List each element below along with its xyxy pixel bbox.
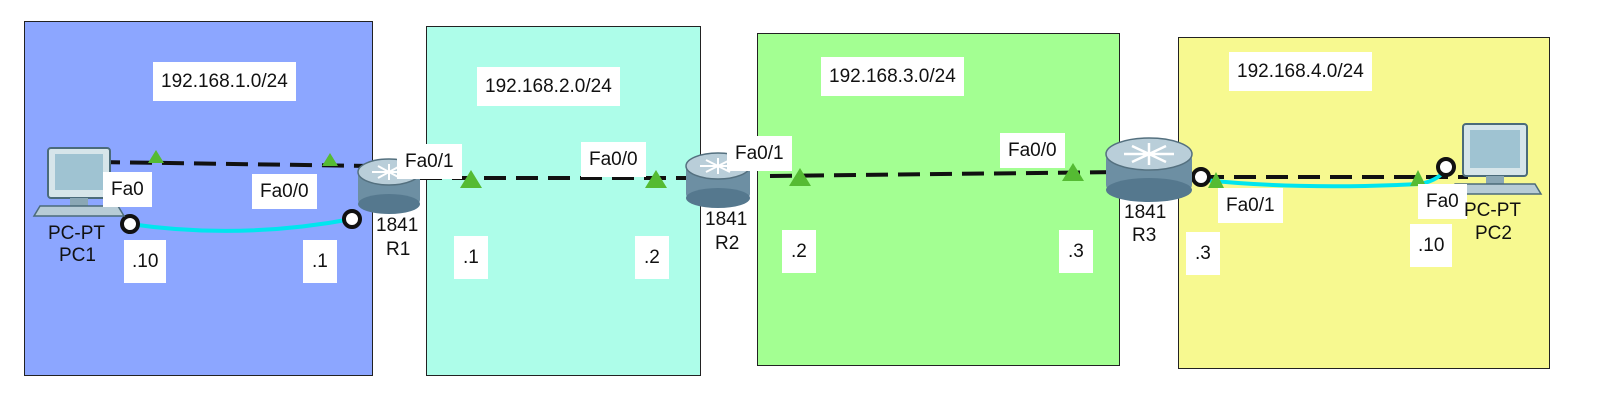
port-up-indicator [1208,172,1224,188]
port-connector [342,209,362,229]
interface-pc1-fa0: Fa0 [103,172,152,207]
interface-r1-fa00: Fa0/0 [252,174,317,209]
network-label-1: 192.168.1.0/24 [153,62,296,101]
interface-r2-fa00: Fa0/0 [581,142,646,177]
port-connector [120,214,140,234]
port-up-indicator [148,150,164,163]
r3-name-label: R3 [1132,225,1157,246]
network-label-4: 192.168.4.0/24 [1229,52,1372,91]
pc2-name-label: PC2 [1475,223,1512,244]
r2-name-label: R2 [715,233,740,254]
pc1-name-label: PC1 [59,245,96,266]
interface-r2-fa01: Fa0/1 [727,136,792,171]
r2-model-label: 1841 [705,209,748,230]
interface-pc2-fa0: Fa0 [1418,184,1467,219]
network-label-3: 192.168.3.0/24 [821,57,964,96]
r3-model-label: 1841 [1124,202,1167,223]
address-pc2: .10 [1410,224,1453,267]
port-up-indicator [322,153,338,166]
port-up-indicator [1062,163,1084,181]
port-up-indicator [460,170,482,188]
router-r3-icon[interactable] [1105,137,1193,202]
port-up-indicator [789,168,811,186]
address-r2-lan2: .2 [635,236,669,279]
port-up-indicator [1410,170,1426,186]
port-connector [1436,157,1456,177]
r1-model-label: 1841 [376,215,419,236]
port-up-indicator [645,170,667,188]
link-r2-r3[interactable] [769,170,1121,178]
interface-r3-fa00: Fa0/0 [1000,133,1065,168]
r1-name-label: R1 [386,239,411,260]
port-connector [1191,167,1211,187]
address-r1-lan2: .1 [454,236,488,279]
interface-r3-fa01: Fa0/1 [1218,188,1283,223]
link-pc1-r1-cable[interactable] [129,217,353,233]
address-r1-lan1: .1 [303,240,337,283]
address-r2-lan3: .2 [782,230,816,273]
address-pc1: .10 [124,240,167,283]
pc1-model-label: PC-PT [48,223,105,244]
pc1-icon[interactable] [32,147,126,217]
network-label-2: 192.168.2.0/24 [477,67,620,106]
address-r3-lan4: .3 [1186,232,1220,275]
pc2-model-label: PC-PT [1464,200,1521,221]
interface-r1-fa01: Fa0/1 [397,144,462,179]
link-r3-pc2-cable[interactable] [1203,166,1448,189]
address-r3-lan3: .3 [1059,230,1093,273]
